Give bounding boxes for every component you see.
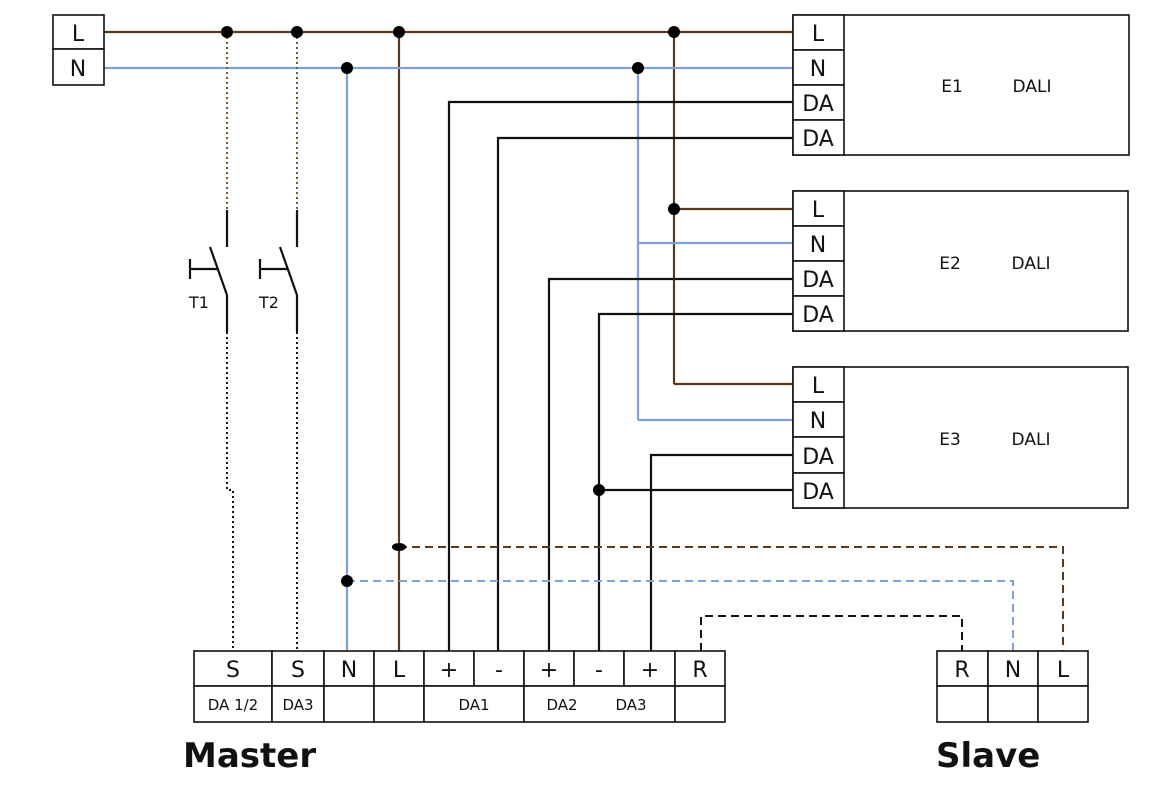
switch-t1-label: T1 <box>188 293 209 312</box>
master-channel-da3-switch: DA3 <box>282 696 313 714</box>
supply-terminal-block: L N <box>52 14 105 86</box>
master-terminal-da1-minus: - <box>495 658 503 683</box>
master-channel-da2: DA2 <box>546 696 577 714</box>
e2-type: DALI <box>1012 254 1051 274</box>
switch-t2-label: T2 <box>258 293 279 312</box>
master-terminal-da3-plus: + <box>641 658 659 683</box>
e1-terminal-l: L <box>812 22 825 47</box>
slave-terminal-n: N <box>1005 658 1021 683</box>
e3-type: DALI <box>1012 430 1051 450</box>
ecg-unit-e2: L N DA DA E2 DALI <box>792 190 1129 332</box>
master-terminal-block: S S N L + - + - + R DA 1/2 DA3 DA1 DA2 D… <box>193 650 726 723</box>
ecg-unit-e3: L N DA DA E3 DALI <box>792 366 1129 509</box>
supply-l-label: L <box>72 22 85 47</box>
e3-name: E3 <box>939 430 961 450</box>
master-terminal-r: R <box>692 658 707 683</box>
master-terminal-s2: S <box>291 658 305 683</box>
master-terminal-da2-plus: + <box>540 658 558 683</box>
master-terminal-da1-plus: + <box>440 658 458 683</box>
switch-wires <box>226 32 298 651</box>
master-terminal-n: N <box>341 658 357 683</box>
e2-terminal-da1: DA <box>802 268 834 293</box>
e3-terminal-n: N <box>810 409 826 434</box>
dali-bus-wires <box>447 100 793 651</box>
e1-terminal-da2: DA <box>802 127 834 152</box>
e2-terminal-da2: DA <box>802 303 834 328</box>
slave-terminal-block: R N L <box>936 650 1089 723</box>
slave-terminal-r: R <box>954 658 969 683</box>
master-terminal-l: L <box>393 658 406 683</box>
switch-t2: T2 <box>258 210 299 332</box>
slave-terminal-l: L <box>1057 658 1070 683</box>
e3-terminal-da2: DA <box>802 480 834 505</box>
master-channel-da12: DA 1/2 <box>208 696 258 714</box>
e3-terminal-da1: DA <box>802 445 834 470</box>
master-title: Master <box>183 736 316 776</box>
master-terminal-s1: S <box>226 658 240 683</box>
e3-terminal-l: L <box>812 374 825 399</box>
switch-t1: T1 <box>188 210 229 332</box>
junction-dots <box>221 26 680 587</box>
e2-terminal-l: L <box>812 198 825 223</box>
master-channel-da1: DA1 <box>458 696 489 714</box>
e2-name: E2 <box>939 254 961 274</box>
slave-title: Slave <box>936 736 1040 776</box>
e1-name: E1 <box>941 77 963 97</box>
e2-terminal-n: N <box>810 233 826 258</box>
e1-type: DALI <box>1013 77 1052 97</box>
ecg-unit-e1: L N DA DA E1 DALI <box>792 14 1130 156</box>
e1-terminal-da1: DA <box>802 92 834 117</box>
master-terminal-da2-minus: - <box>595 658 603 683</box>
master-slave-link-wires <box>347 546 1064 651</box>
master-channel-da3: DA3 <box>615 696 646 714</box>
supply-n-label: N <box>70 57 86 82</box>
neutral-wires <box>104 66 793 651</box>
e1-terminal-n: N <box>810 57 826 82</box>
